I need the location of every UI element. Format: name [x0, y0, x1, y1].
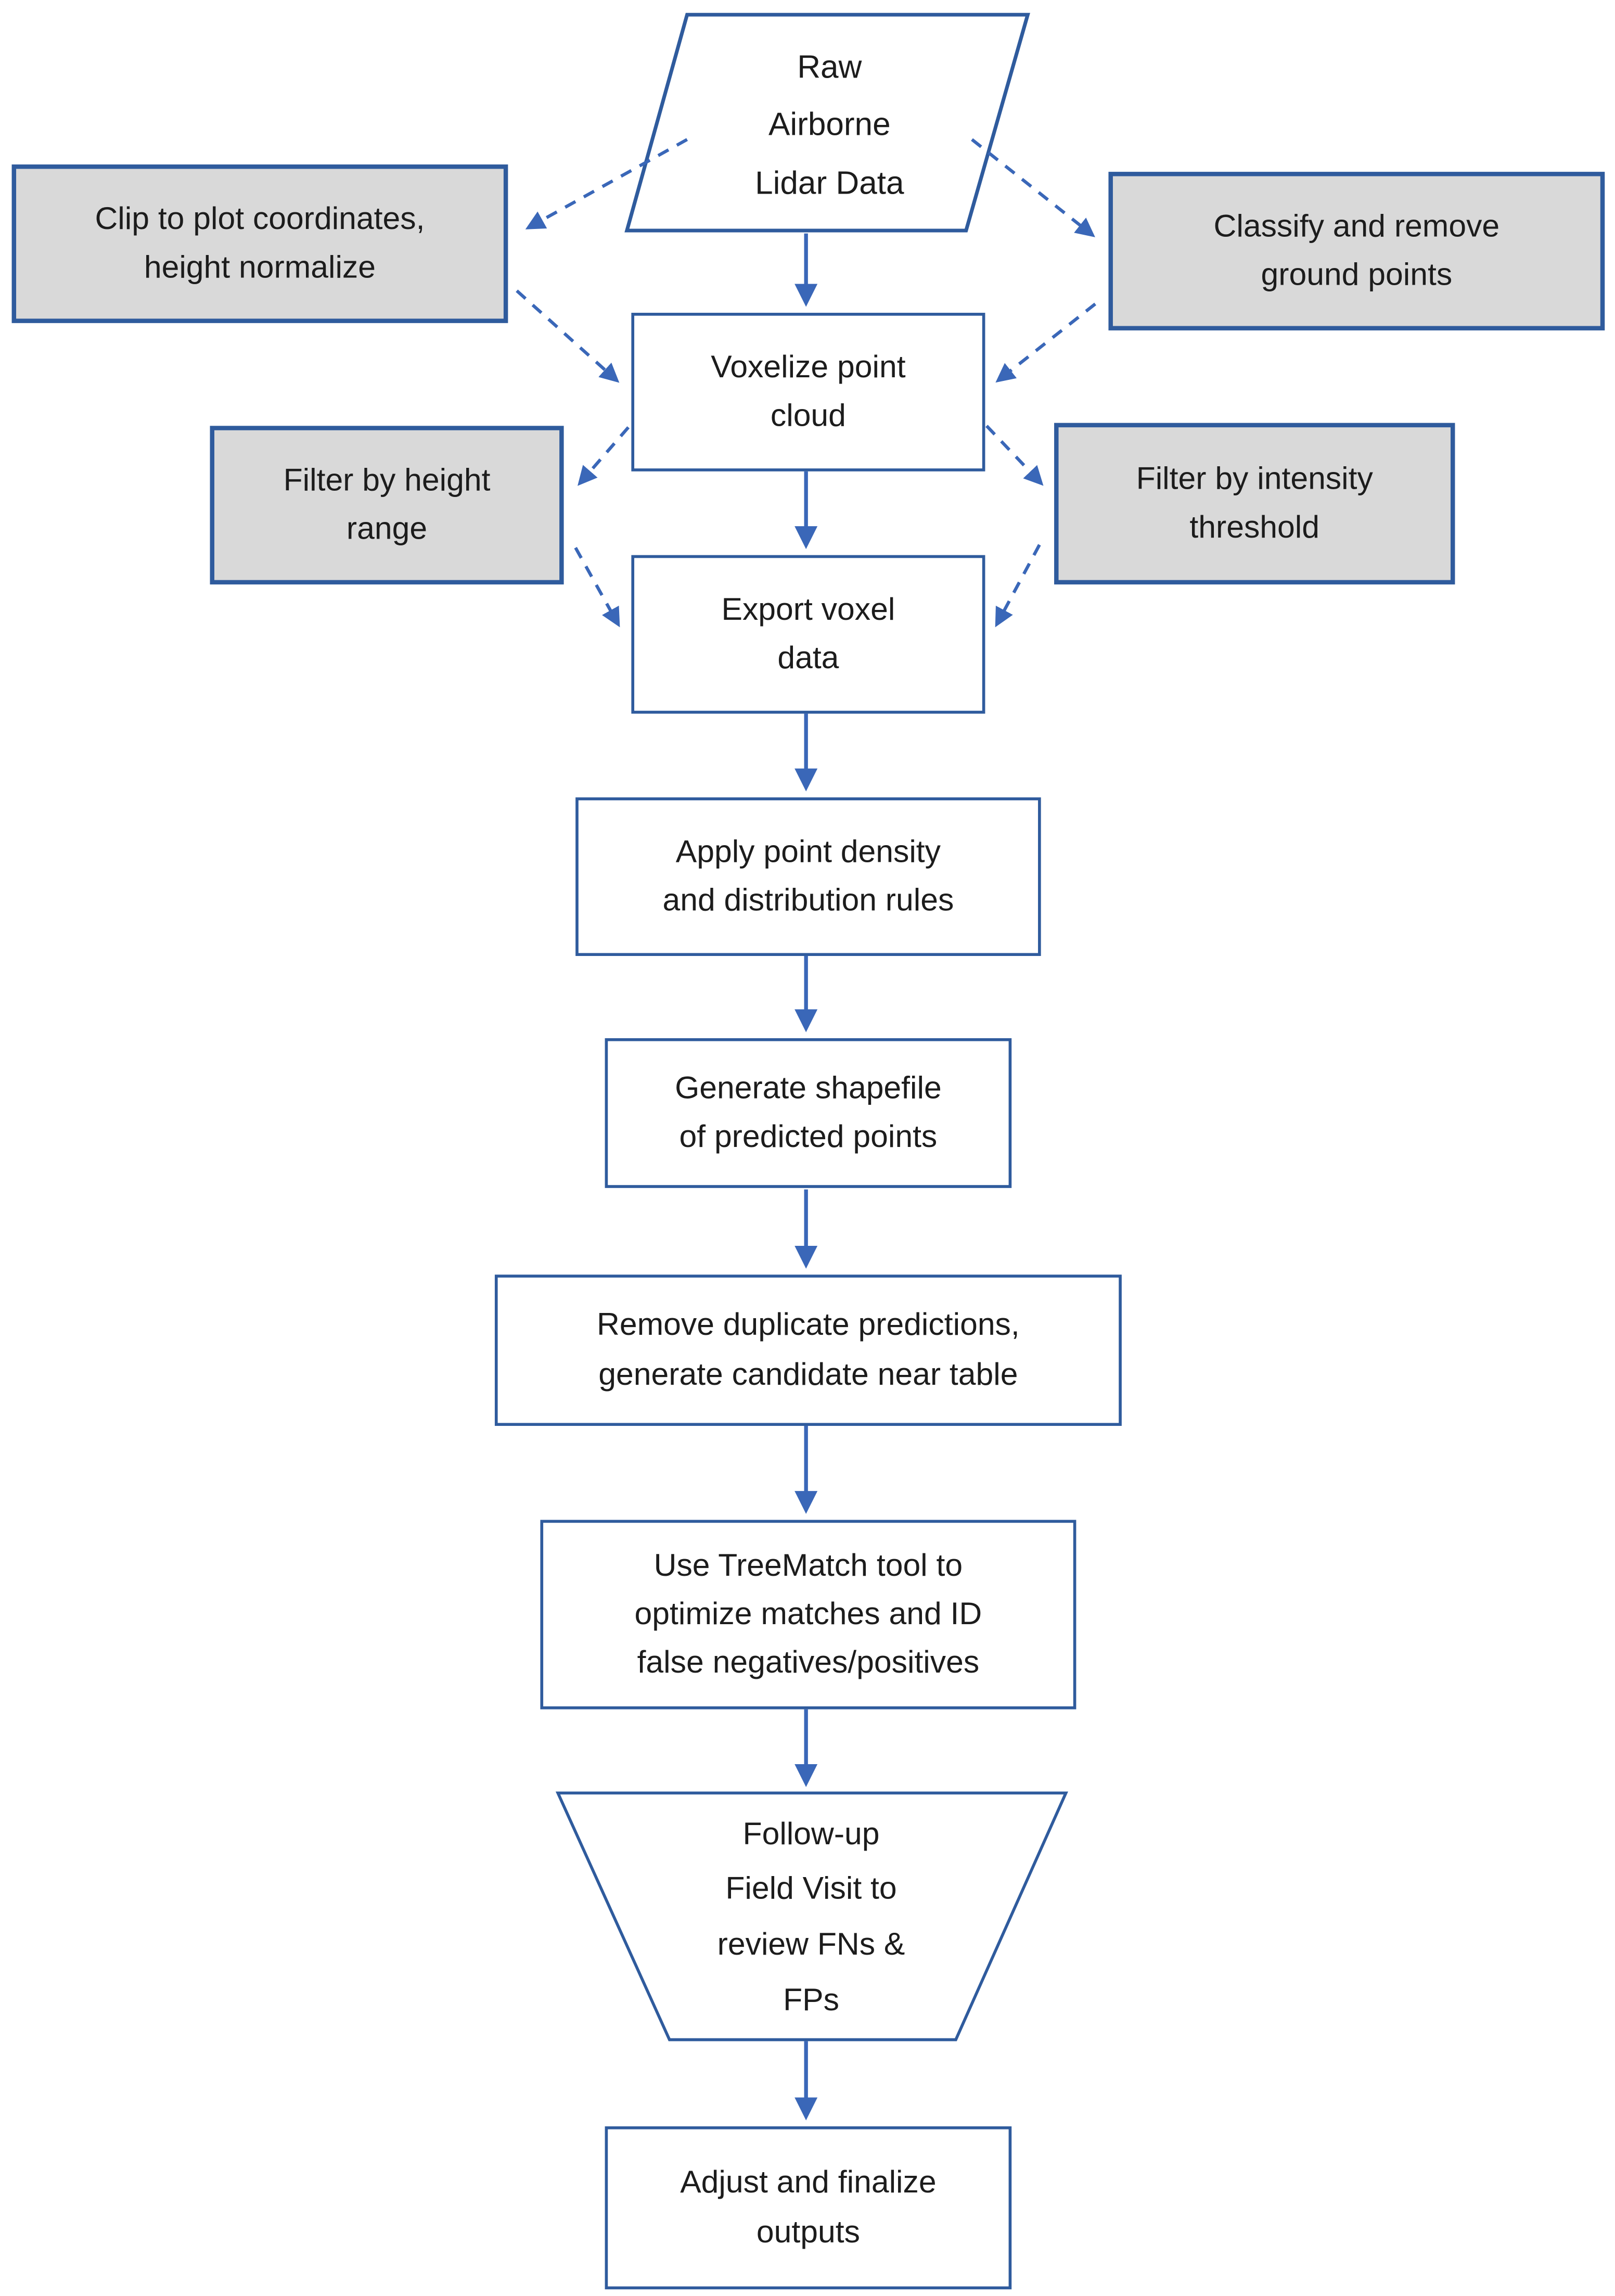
node-apply-point-density-rules: Apply point density and distribution rul… — [575, 797, 1041, 956]
node-label: Remove duplicate predictions, generate c… — [597, 1307, 1020, 1392]
edge-filter-intensity-to-export — [995, 544, 1041, 628]
node-label: Adjust and finalize outputs — [680, 2164, 937, 2249]
node-export-voxel-data: Export voxel data — [631, 555, 985, 714]
edge-filter-height-to-export — [574, 547, 620, 628]
node-label: Follow-up Field Visit to review FNs & FP… — [717, 1816, 905, 2018]
edge-voxelize-to-filter-height — [578, 426, 630, 486]
edge-clip-to-voxelize — [516, 289, 620, 383]
edge-raw-to-classify — [971, 138, 1095, 237]
node-label: Raw Airborne Lidar Data — [755, 48, 904, 201]
node-use-treematch-tool: Use TreeMatch tool to optimize matches a… — [540, 1520, 1076, 1710]
node-label: Filter by height range — [283, 462, 491, 546]
node-raw-airborne-lidar-data: Raw Airborne Lidar Data — [646, 22, 1013, 227]
node-label: Export voxel data — [721, 591, 895, 676]
node-clip-to-plot-coordinates: Clip to plot coordinates, height normali… — [11, 164, 508, 323]
field-visit-trapezoid-shape — [555, 1791, 1068, 2042]
node-remove-duplicate-predictions: Remove duplicate predictions, generate c… — [494, 1274, 1122, 1426]
node-label: Clip to plot coordinates, height normali… — [95, 200, 425, 285]
node-filter-by-intensity-threshold: Filter by intensity threshold — [1054, 423, 1455, 585]
node-label: Use TreeMatch tool to optimize matches a… — [634, 1547, 982, 1680]
raw-parallelogram-shape — [624, 12, 1030, 233]
node-followup-field-visit: Follow-up Field Visit to review FNs & FP… — [617, 1803, 1006, 2032]
node-voxelize-point-cloud: Voxelize point cloud — [631, 313, 985, 471]
edge-classify-to-voxelize — [995, 302, 1096, 383]
edge-raw-to-clip — [525, 138, 688, 229]
node-generate-shapefile: Generate shapefile of predicted points — [605, 1038, 1012, 1188]
node-label: Voxelize point cloud — [711, 349, 906, 433]
node-label: Apply point density and distribution rul… — [662, 833, 954, 918]
node-filter-by-height-range: Filter by height range — [210, 426, 564, 585]
node-label: Generate shapefile of predicted points — [675, 1070, 942, 1154]
node-classify-remove-ground-points: Classify and remove ground points — [1108, 172, 1605, 330]
node-label: Classify and remove ground points — [1213, 208, 1500, 292]
node-adjust-finalize-outputs: Adjust and finalize outputs — [605, 2126, 1012, 2290]
node-label: Filter by intensity threshold — [1136, 461, 1373, 545]
edge-voxelize-to-filter-intensity — [985, 425, 1044, 486]
